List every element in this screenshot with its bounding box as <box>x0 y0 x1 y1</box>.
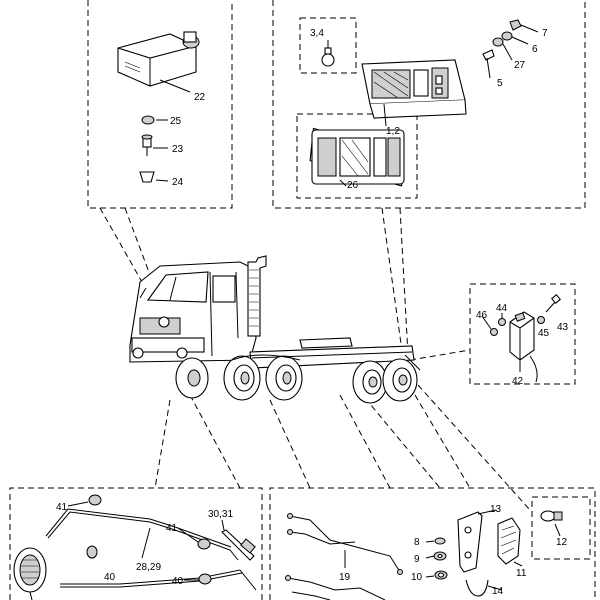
bulb-part-3-4 <box>321 40 335 67</box>
callout-10: 10 <box>411 572 423 583</box>
truck-chassis <box>129 255 421 404</box>
callout-22: 22 <box>194 92 206 103</box>
washer-part-8 <box>434 537 446 545</box>
cable-part-28-29 <box>45 508 257 591</box>
marker-lamp-part-11 <box>497 517 523 567</box>
nut-part-10 <box>434 570 448 580</box>
callout-43: 43 <box>557 322 569 333</box>
cap-part-24 <box>139 171 169 183</box>
tail-lamp-part-1-2 <box>361 59 467 127</box>
callout-ticks <box>67 313 503 591</box>
nut-part-7 <box>509 19 539 33</box>
clip-part-40-left <box>86 545 98 559</box>
callout-labels: 22 25 23 24 3,4 7 6 27 5 1,2 26 46 44 45… <box>56 28 569 597</box>
callout-26: 26 <box>347 180 359 191</box>
group-box-bottom-right <box>269 487 596 600</box>
group-box-lens <box>296 113 418 199</box>
callout-19: 19 <box>339 572 351 583</box>
washer-part-6 <box>501 31 529 45</box>
bulb-part-12 <box>540 510 563 537</box>
callout-40-bottom: 40 <box>172 576 184 587</box>
u-bolt-part-14 <box>465 579 489 597</box>
washer-part-44 <box>498 318 506 326</box>
callout-7: 7 <box>542 28 548 39</box>
callout-9: 9 <box>414 554 420 565</box>
leader-lines <box>99 207 531 511</box>
group-box-bulb-12 <box>531 496 591 560</box>
round-lamp <box>13 547 47 600</box>
callout-46: 46 <box>476 310 488 321</box>
washer-part-9 <box>433 551 447 561</box>
callout-30-31: 30,31 <box>208 509 233 520</box>
clip-part-41-mid <box>197 538 211 550</box>
callout-1-2: 1,2 <box>386 126 400 137</box>
callout-40-left: 40 <box>104 572 116 583</box>
callout-3-4: 3,4 <box>310 28 324 39</box>
callout-45: 45 <box>538 328 550 339</box>
callout-13: 13 <box>490 504 502 515</box>
callout-14: 14 <box>492 586 504 597</box>
clip-part-41-top <box>88 494 102 506</box>
screw-part-5 <box>482 49 495 79</box>
callout-41-mid: 41 <box>166 523 178 534</box>
callout-28-29: 28,29 <box>136 562 161 573</box>
bracket-part-42 <box>509 311 538 383</box>
callout-42: 42 <box>512 376 524 387</box>
group-box-top-left <box>87 0 233 209</box>
reservoir-part-22 <box>117 31 200 93</box>
callout-27: 27 <box>514 60 526 71</box>
tie-strap-part-30-31 <box>221 519 256 561</box>
group-box-bottom-left <box>9 487 263 600</box>
sensor-part-23 <box>141 134 168 156</box>
callout-12: 12 <box>556 537 568 548</box>
group-box-right-mid <box>469 283 576 385</box>
group-box-bulb <box>299 17 357 74</box>
lens-part-26 <box>309 127 405 187</box>
callout-24: 24 <box>172 177 184 188</box>
callout-41-top: 41 <box>56 502 68 513</box>
group-box-top-right <box>272 0 586 209</box>
callout-5: 5 <box>497 78 503 89</box>
wiring-harness-part-19 <box>285 513 403 600</box>
callout-25: 25 <box>170 116 182 127</box>
washer-part-45 <box>537 316 545 324</box>
callout-8: 8 <box>414 537 420 548</box>
grommet-part-25 <box>141 115 168 125</box>
clip-part-40-bottom <box>198 573 212 585</box>
callout-11: 11 <box>516 568 527 579</box>
callout-44: 44 <box>496 303 508 314</box>
callout-23: 23 <box>172 144 184 155</box>
washer-part-27 <box>492 37 513 61</box>
callout-6: 6 <box>532 44 538 55</box>
washer-part-46 <box>490 328 498 336</box>
bolt-part-43 <box>545 293 562 313</box>
mount-bracket-part-13 <box>457 509 497 573</box>
